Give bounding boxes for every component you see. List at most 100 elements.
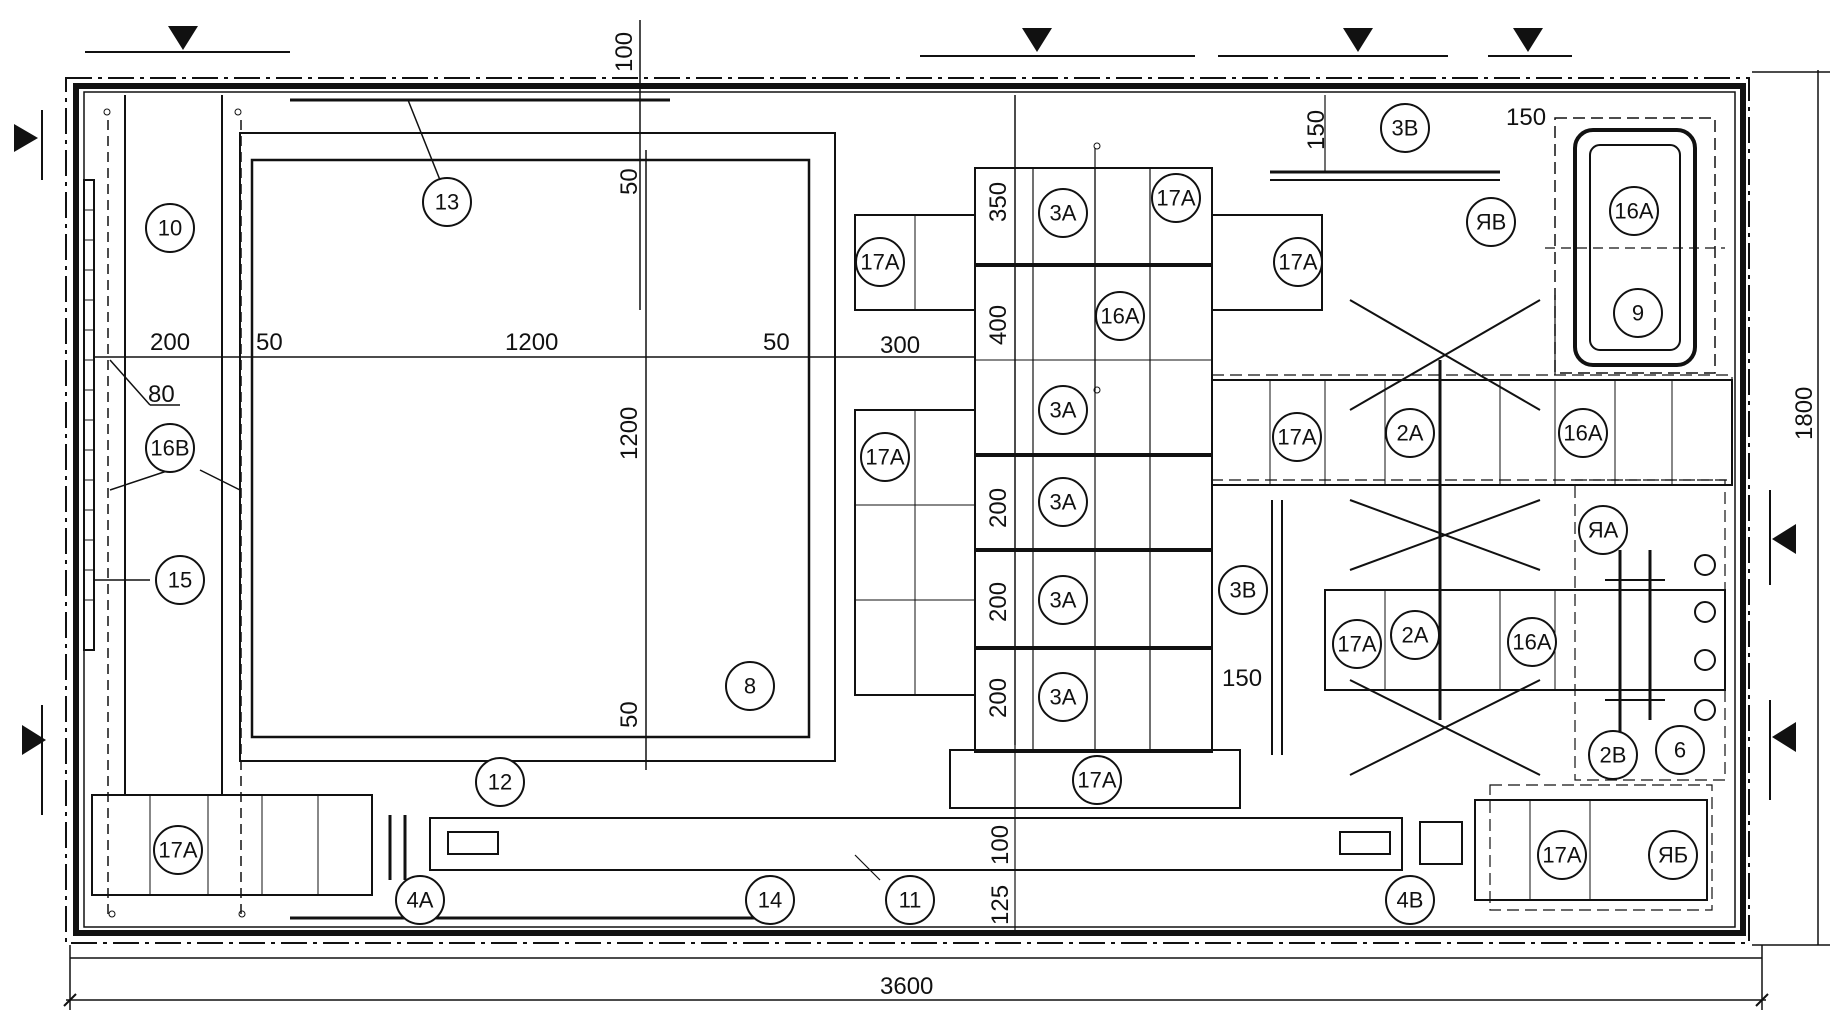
dim-vert-50-top: 50: [616, 168, 643, 195]
dim-100-bottom: 100: [987, 825, 1014, 865]
svg-text:3B: 3B: [1392, 116, 1419, 141]
svg-text:16A: 16A: [1614, 199, 1653, 224]
marker-17A-left-1: 17A: [855, 237, 905, 287]
dim-200b: 200: [985, 582, 1012, 622]
dim-vert-1200: 1200: [616, 407, 643, 460]
marker-17A-left-2: 17A: [860, 432, 910, 482]
marker-2A-2: 2A: [1390, 610, 1440, 660]
marker-3A-5: 3A: [1038, 672, 1088, 722]
svg-text:9: 9: [1632, 301, 1644, 326]
marker-YaV: ЯВ: [1466, 197, 1516, 247]
central-column: 150 350 400 200 200 200 150 150: [854, 95, 1733, 809]
svg-text:12: 12: [488, 770, 512, 795]
marker-17A-bottom-right: 17A: [1537, 830, 1587, 880]
svg-text:8: 8: [744, 674, 756, 699]
marker-14: 14: [745, 875, 795, 925]
marker-2A-1: 2A: [1385, 408, 1435, 458]
svg-text:2A: 2A: [1402, 623, 1429, 648]
svg-text:16A: 16A: [1512, 630, 1551, 655]
svg-text:17A: 17A: [1156, 186, 1195, 211]
dim-80: 80: [148, 381, 175, 408]
svg-text:15: 15: [168, 568, 192, 593]
svg-text:3A: 3A: [1050, 490, 1077, 515]
marker-3A-1: 3A: [1038, 188, 1088, 238]
svg-text:17A: 17A: [1337, 632, 1376, 657]
dim-200c: 200: [985, 678, 1012, 718]
bottom-road: 100 125: [91, 745, 1463, 930]
marker-YaB: ЯБ: [1648, 830, 1698, 880]
marker-10: 10: [145, 203, 195, 253]
marker-16A-right-row: 16A: [1558, 408, 1608, 458]
overall-height-label: 1800: [1791, 387, 1818, 440]
marker-17A-c1: 17A: [1151, 173, 1201, 223]
marker-17A-right-1: 17A: [1273, 237, 1323, 287]
svg-text:14: 14: [758, 888, 782, 913]
marker-15: 15: [155, 555, 205, 605]
marker-3B-mid: 3B: [1218, 565, 1268, 615]
dim-350: 350: [985, 182, 1012, 222]
dim-50a: 50: [256, 329, 283, 356]
marker-13: 13: [422, 177, 472, 227]
svg-text:13: 13: [435, 190, 459, 215]
svg-text:17A: 17A: [860, 250, 899, 275]
overall-width-label: 3600: [880, 973, 933, 1000]
marker-6: 6: [1655, 725, 1705, 775]
svg-text:16A: 16A: [1100, 304, 1139, 329]
fence-panels: [83, 179, 95, 651]
dim-150-b: 150: [1506, 104, 1546, 131]
svg-text:2B: 2B: [1600, 743, 1627, 768]
marker-3B-top: 3B: [1380, 103, 1430, 153]
marker-17A-bottom-left: 17A: [153, 825, 203, 875]
svg-text:3B: 3B: [1230, 578, 1257, 603]
marker-YaA: ЯA: [1578, 505, 1628, 555]
dim-300: 300: [880, 332, 920, 359]
marker-16B: 16B: [145, 423, 195, 473]
svg-text:17A: 17A: [1277, 425, 1316, 450]
svg-text:6: 6: [1674, 738, 1686, 763]
marker-16A-top-right: 16A: [1609, 186, 1659, 236]
svg-text:3A: 3A: [1050, 201, 1077, 226]
marker-3A-4: 3A: [1038, 575, 1088, 625]
svg-text:4A: 4A: [407, 888, 434, 913]
marker-12: 12: [475, 757, 525, 807]
dim-1200: 1200: [505, 329, 558, 356]
overall-dimensions: 3600 1800 100: [63, 20, 1830, 1010]
svg-text:3A: 3A: [1050, 685, 1077, 710]
svg-text:ЯA: ЯA: [1588, 518, 1619, 543]
marker-8: 8: [725, 661, 775, 711]
svg-text:3A: 3A: [1050, 588, 1077, 613]
dim-150-a: 150: [1222, 665, 1262, 692]
svg-text:17A: 17A: [865, 445, 904, 470]
marker-3A-3: 3A: [1038, 477, 1088, 527]
section-markers: [14, 26, 1796, 815]
right-middle: [1474, 479, 1726, 911]
svg-text:17A: 17A: [1278, 250, 1317, 275]
excavation-pit: [95, 98, 975, 770]
marker-16A-right-mid: 16A: [1507, 617, 1557, 667]
marker-3A-2: 3A: [1038, 385, 1088, 435]
dim-200: 200: [150, 329, 190, 356]
svg-text:10: 10: [158, 216, 182, 241]
dim-400: 400: [985, 305, 1012, 345]
marker-4A: 4A: [395, 875, 445, 925]
dim-vert-50-bottom: 50: [616, 701, 643, 728]
dim-150-c: 150: [1303, 110, 1330, 150]
svg-text:ЯБ: ЯБ: [1658, 843, 1688, 868]
svg-text:11: 11: [899, 888, 922, 913]
pit-dimensions: 200 50 1200 50 300 80 50 1200 50: [148, 168, 920, 728]
svg-text:2A: 2A: [1397, 421, 1424, 446]
svg-text:17A: 17A: [1077, 768, 1116, 793]
marker-9: 9: [1613, 288, 1663, 338]
marker-17A-right-row: 17A: [1272, 412, 1322, 462]
marker-17A-right-mid: 17A: [1332, 619, 1382, 669]
svg-text:17A: 17A: [158, 838, 197, 863]
callout-markers: 3B 13 10 16B 15 8 12 17A 4A 14 11 4B 17A…: [145, 103, 1705, 925]
svg-text:16B: 16B: [150, 436, 189, 461]
dim-200a: 200: [985, 488, 1012, 528]
marker-16A-center: 16A: [1095, 291, 1145, 341]
right-top-box: [1545, 117, 1725, 375]
site-boundary: [65, 77, 1750, 944]
svg-text:17A: 17A: [1542, 843, 1581, 868]
svg-text:3A: 3A: [1050, 398, 1077, 423]
